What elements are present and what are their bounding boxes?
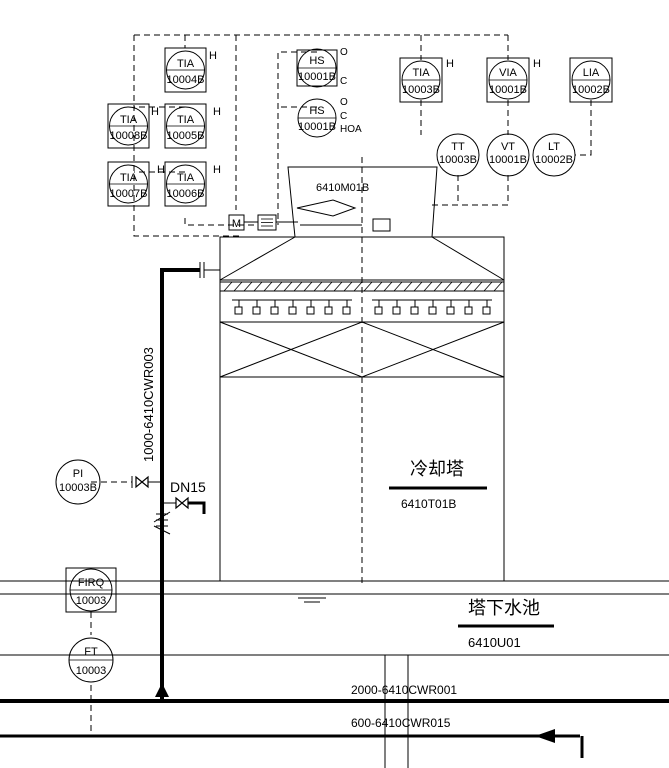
tag-func: TIA bbox=[120, 114, 138, 126]
instrument-ft-10003[interactable]: FT 10003 bbox=[68, 637, 114, 683]
motor-letter: M bbox=[232, 218, 241, 230]
tag-number: 10001B bbox=[489, 84, 527, 96]
alarm-h: H bbox=[151, 106, 159, 118]
basin: 塔下水池 6410U01 bbox=[0, 580, 669, 656]
tag-number: 10001B bbox=[298, 121, 336, 133]
drain-valve[interactable]: DN15 bbox=[164, 479, 206, 514]
basin-tag: 6410U01 bbox=[468, 635, 521, 650]
tag-func: VT bbox=[501, 141, 515, 153]
instrument-tia-10008b[interactable]: TIA 10008B H bbox=[107, 103, 159, 149]
tag-number: 10003B bbox=[402, 84, 440, 96]
header2-label: 600-6410CWR015 bbox=[351, 716, 451, 730]
header1-label: 2000-6410CWR001 bbox=[351, 683, 457, 697]
tag-func: HS bbox=[309, 55, 324, 67]
instrument-via-10001b[interactable]: VIA 10001B H bbox=[486, 57, 541, 103]
tag-number: 10008B bbox=[110, 130, 148, 142]
alarm-h: H bbox=[157, 164, 165, 176]
tag-func: TIA bbox=[120, 172, 138, 184]
tag-func: FIRQ bbox=[78, 577, 105, 589]
instrument-firq-10003[interactable]: FIRQ 10003 bbox=[65, 567, 117, 613]
tag-func: TIA bbox=[177, 172, 195, 184]
instrument-tia-10003b[interactable]: TIA 10003B H bbox=[399, 57, 454, 103]
tag-number: 10003B bbox=[439, 154, 477, 166]
drain-label: DN15 bbox=[170, 479, 206, 495]
instrument-tia-10004b[interactable]: TIA 10004B H bbox=[164, 47, 217, 93]
instrument-tia-10006b[interactable]: TIA 10006B H bbox=[164, 161, 221, 207]
mode-hoa: HOA bbox=[340, 124, 362, 135]
tower-name: 冷却塔 bbox=[410, 459, 464, 480]
instrument-hs-10001b-b[interactable]: HS 10001B O C HOA bbox=[297, 97, 362, 138]
tag-number: 10003 bbox=[76, 665, 107, 677]
instrument-tia-10005b[interactable]: TIA 10005B H bbox=[164, 103, 221, 149]
instrument-hs-10001b-a[interactable]: HS 10001B O C bbox=[296, 47, 348, 88]
tag-func: LIA bbox=[583, 67, 600, 79]
tag-number: 10003B bbox=[59, 482, 97, 494]
tag-number: 10002B bbox=[535, 154, 573, 166]
tag-number: 10004B bbox=[167, 74, 205, 86]
cooling-tower: 冷却塔 6410T01B bbox=[219, 157, 505, 585]
alarm-h: H bbox=[213, 106, 221, 118]
tag-number: 10002B bbox=[572, 84, 610, 96]
tag-func: PI bbox=[73, 468, 83, 480]
instrument-lt-10002b[interactable]: LT 10002B bbox=[532, 133, 576, 177]
header-pipes: 2000-6410CWR001 600-6410CWR015 bbox=[0, 655, 669, 768]
tag-number: 10001B bbox=[298, 71, 336, 83]
signal-lines bbox=[90, 34, 592, 735]
alarm-h: H bbox=[446, 58, 454, 70]
alarm-h: H bbox=[209, 50, 217, 62]
riser-pipe: 1000-6410CWR003 bbox=[141, 262, 220, 700]
instrument-vt-10001b[interactable]: VT 10001B bbox=[486, 133, 530, 177]
tag-number: 10005B bbox=[167, 130, 205, 142]
tag-func: TIA bbox=[177, 58, 195, 70]
tag-func: TIA bbox=[412, 67, 430, 79]
tag-func: FT bbox=[84, 646, 98, 658]
gearbox-icon bbox=[257, 214, 298, 231]
pi-valve[interactable] bbox=[131, 475, 160, 489]
tag-number: 10007B bbox=[110, 188, 148, 200]
instrument-tia-10007b[interactable]: TIA 10007B H bbox=[107, 161, 165, 207]
tag-func: VIA bbox=[499, 67, 517, 79]
tag-func: TT bbox=[451, 141, 465, 153]
motor-tag: 6410M01B bbox=[316, 182, 369, 194]
check-valve bbox=[153, 511, 171, 535]
motor-symbol[interactable]: M bbox=[228, 214, 258, 231]
basin-name: 塔下水池 bbox=[468, 598, 540, 619]
instrument-pi-10003b[interactable]: PI 10003B bbox=[55, 459, 101, 505]
tag-func: TIA bbox=[177, 114, 195, 126]
tag-func: LT bbox=[548, 141, 560, 153]
tag-number: 10006B bbox=[167, 188, 205, 200]
tower-tag: 6410T01B bbox=[401, 497, 456, 511]
alarm-h: H bbox=[533, 58, 541, 70]
position-open: O bbox=[340, 47, 348, 58]
position-open: O bbox=[340, 97, 348, 108]
tag-func: HS bbox=[309, 105, 324, 117]
instrument-lia-10002b[interactable]: LIA 10002B bbox=[569, 57, 613, 103]
instrument-tt-10003b[interactable]: TT 10003B bbox=[436, 133, 480, 177]
riser-line-label: 1000-6410CWR003 bbox=[141, 347, 156, 462]
tag-number: 10003 bbox=[76, 595, 107, 607]
position-closed: C bbox=[340, 76, 347, 87]
position-closed: C bbox=[340, 111, 347, 122]
alarm-h: H bbox=[213, 164, 221, 176]
tag-number: 10001B bbox=[489, 154, 527, 166]
